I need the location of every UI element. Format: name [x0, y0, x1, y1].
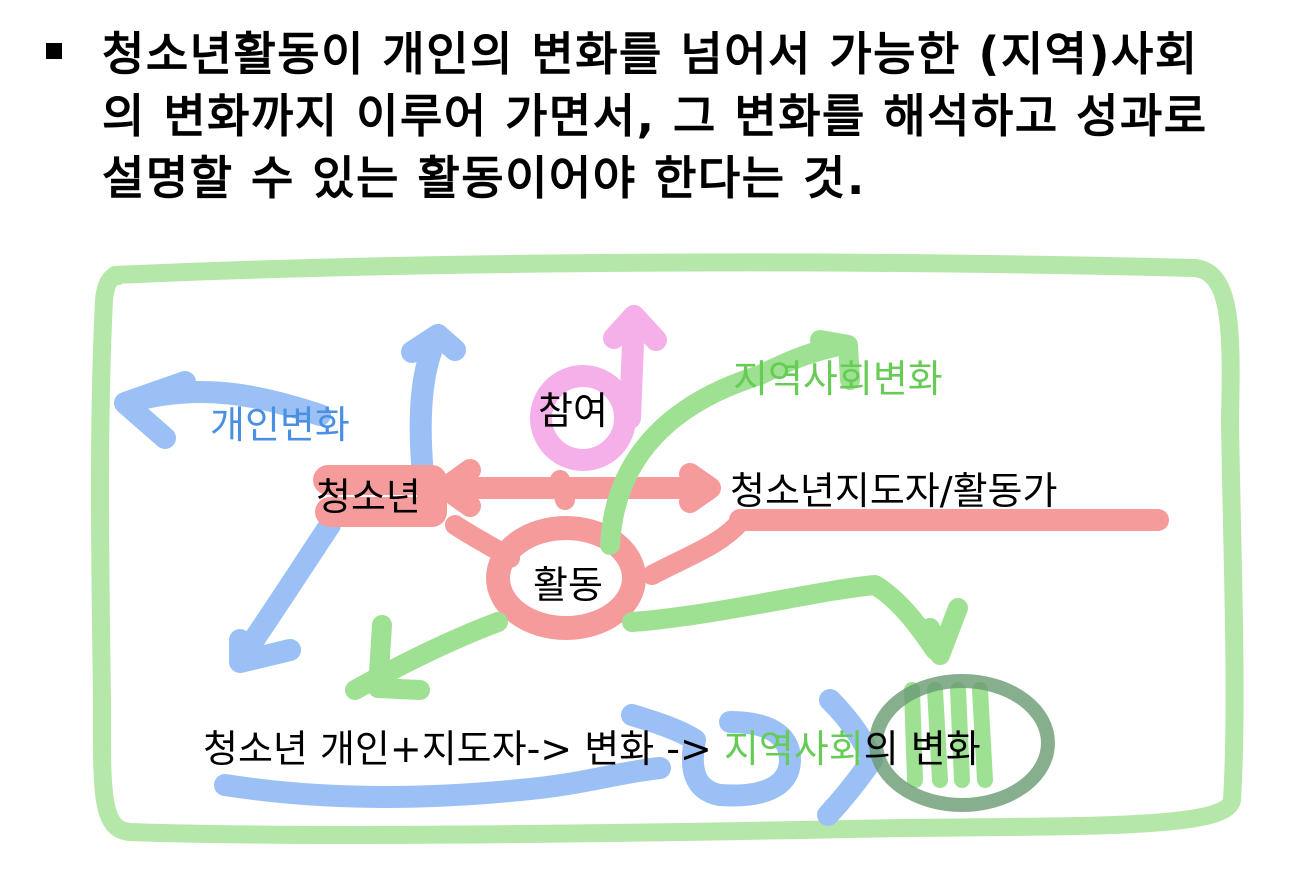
- red-connector-up: [550, 470, 575, 510]
- label-individual-change: 개인변화: [210, 403, 350, 447]
- blue-arrow-down: [229, 514, 341, 671]
- bullet-line-2: 의 변화까지 이루어 가면서, 그 변화를 해석하고 성과로: [102, 89, 1208, 143]
- bullet-line-3: 설명할 수 있는 활동이어야 한다는 것.: [102, 151, 866, 205]
- blue-loop-change: [621, 704, 801, 807]
- label-community-change: 지역사회변화: [733, 357, 943, 401]
- label-youth: 청소년: [316, 475, 421, 519]
- dark-green-circle-community: [869, 674, 1055, 812]
- bottom-part-3: 의 변화: [864, 727, 981, 771]
- green-arrow-up-right-head: [810, 330, 860, 390]
- blue-arrow-up-head: [401, 324, 466, 363]
- bottom-part-2: 지역사회: [724, 727, 864, 771]
- bottom-flow-text: 청소년 개인+지도자-> 변화 -> 지역사회의 변화: [203, 727, 981, 771]
- red-highlight-youth: [313, 465, 447, 527]
- bottom-part-1: 청소년 개인+지도자-> 변화 ->: [203, 727, 724, 771]
- blue-arrow-down-head: [229, 629, 301, 673]
- green-scribble-community: [904, 682, 993, 788]
- red-arrow-left-head: [434, 459, 481, 517]
- red-circle-activity: [486, 516, 646, 640]
- label-participation: 참여: [538, 389, 608, 433]
- green-arrow-down-left-head: [368, 615, 430, 700]
- red-connector-leader: [642, 512, 750, 585]
- green-arrow-up-right: [600, 335, 855, 555]
- bullet-line-1: 청소년활동이 개인의 변화를 넘어서 가능한 (지역)사회: [102, 27, 1199, 81]
- green-arrow-right: [622, 575, 945, 660]
- label-leader: 청소년지도자/활동가: [730, 469, 1057, 513]
- frame-outline: [91, 253, 1244, 844]
- label-activity: 활동: [533, 563, 603, 607]
- green-arrow-right-head: [920, 598, 968, 665]
- pink-arrow-up-head: [603, 305, 667, 351]
- bullet-square-icon: [46, 43, 62, 59]
- blue-arrow-left-head: [114, 371, 196, 449]
- red-arrow-right-head: [679, 463, 721, 513]
- pink-arrow-up: [619, 307, 645, 429]
- blue-underline: [214, 757, 671, 808]
